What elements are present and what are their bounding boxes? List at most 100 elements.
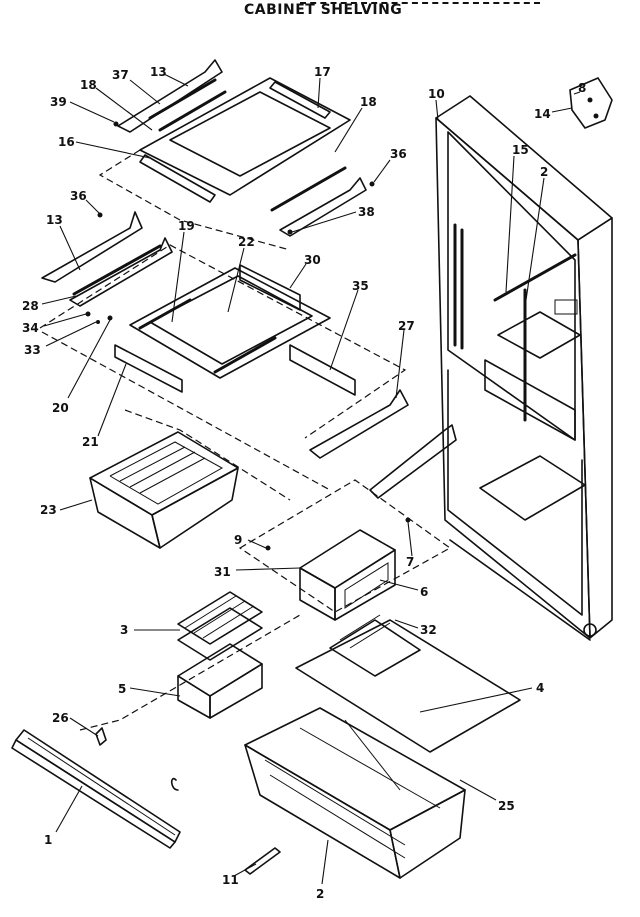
callout-15: 15 — [512, 143, 529, 157]
freezer-wire-line-1 — [339, 614, 381, 641]
screw-36-mid — [97, 212, 103, 218]
callout-11: 11 — [222, 873, 239, 887]
freezer-shelf-4 — [295, 619, 521, 753]
basket-wire-3 — [299, 727, 441, 809]
freezer-opening — [447, 369, 583, 616]
leader-31 — [235, 567, 301, 571]
bin-5-side — [209, 663, 263, 719]
leader-20 — [67, 319, 111, 399]
leader-13a — [163, 73, 189, 87]
callout-34: 34 — [22, 321, 39, 335]
callout-37: 37 — [112, 68, 129, 82]
screw-9 — [265, 545, 271, 551]
bin-3-mid — [177, 607, 263, 661]
callout-18-right: 18 — [360, 95, 377, 109]
basket-top-rim — [244, 707, 466, 831]
housing-grille — [344, 562, 389, 609]
liner-right-edge — [577, 217, 613, 639]
mid-back-trim-30 — [239, 264, 301, 311]
cabinet-liner — [435, 95, 613, 641]
middle-shelf-assembly — [39, 211, 409, 491]
leader-2b — [321, 839, 329, 885]
callout-31: 31 — [214, 565, 231, 579]
callout-labels: 37 13 17 18 39 18 16 36 38 10 8 14 15 2 … — [22, 65, 586, 901]
leader-19 — [171, 231, 185, 323]
bin-3-slat-2 — [193, 600, 246, 634]
bin-dash-guide — [79, 614, 301, 731]
callout-14: 14 — [534, 107, 551, 121]
callout-27: 27 — [398, 319, 415, 333]
wire-basket-2 — [244, 707, 466, 879]
callout-21: 21 — [82, 435, 99, 449]
callout-32: 32 — [420, 623, 437, 637]
liner-shelf-area — [497, 311, 581, 359]
callout-18: 18 — [80, 78, 97, 92]
freezer-shelf-assembly — [238, 424, 521, 753]
callout-8: 8 — [578, 81, 586, 95]
leader-10 — [435, 99, 439, 121]
mid-shelf-frame — [129, 267, 331, 379]
basket-wire-1 — [264, 759, 406, 846]
hinge-bracket-8 — [569, 77, 613, 129]
screw-20 — [107, 315, 113, 321]
callout-2-basket: 2 — [316, 887, 324, 901]
upper-rail-right — [270, 166, 347, 212]
screw-34 — [85, 311, 91, 317]
title-overline — [300, 0, 540, 4]
basket-handle-11 — [244, 847, 281, 875]
callout-2-liner: 2 — [540, 165, 548, 179]
drawer-rib-1 — [119, 446, 186, 482]
callout-36: 36 — [390, 147, 407, 161]
freezer-wire-line-2 — [349, 622, 391, 649]
leader-21 — [97, 363, 127, 437]
basket-wire-2 — [269, 774, 406, 859]
upper-trim-17 — [269, 81, 331, 119]
bin-5-front — [177, 675, 211, 719]
leader-14 — [551, 107, 573, 113]
upper-rail-left-2 — [158, 90, 227, 132]
basket-wire-4 — [344, 719, 401, 791]
leader-18a — [95, 87, 153, 131]
callout-25: 25 — [498, 799, 515, 813]
callout-38: 38 — [358, 205, 375, 219]
callout-33: 33 — [24, 343, 41, 357]
mid-dash-guide — [39, 244, 407, 439]
drawer-rib-2 — [129, 451, 196, 488]
crisper-drawer-23 — [89, 409, 291, 549]
callout-22: 22 — [238, 235, 255, 249]
bin-5-top — [177, 643, 263, 697]
mid-rail-28 — [72, 244, 162, 296]
callout-39: 39 — [50, 95, 67, 109]
bracket-screw-1 — [587, 97, 593, 103]
leader-38 — [291, 211, 357, 233]
mid-trim-19 — [138, 298, 192, 330]
leader-22 — [227, 247, 245, 313]
mid-bracket-right-27 — [309, 389, 409, 459]
bin-3-slat-1 — [184, 595, 237, 629]
upper-bracket-left — [117, 59, 223, 133]
leader-33 — [45, 321, 97, 347]
basket-side — [389, 789, 466, 879]
callout-17: 17 — [314, 65, 331, 79]
kick-plate-lower — [11, 739, 176, 849]
callout-9: 9 — [234, 533, 242, 547]
callout-13-mid: 13 — [46, 213, 63, 227]
leader-9 — [247, 539, 267, 549]
mid-trim-front — [213, 336, 277, 374]
leader-lines — [41, 73, 581, 885]
callout-16: 16 — [58, 135, 75, 149]
ice-housing-6 — [299, 529, 396, 621]
bin-3-slat-3 — [202, 605, 255, 639]
basket-front — [244, 744, 401, 879]
screw-36-top — [369, 181, 375, 187]
drawer-top — [89, 431, 239, 516]
leader-28 — [41, 295, 77, 305]
leader-8 — [573, 91, 581, 95]
liner-top — [435, 95, 613, 241]
callout-23: 23 — [40, 503, 57, 517]
leader-39 — [69, 101, 115, 123]
freezer-floor — [479, 455, 586, 521]
leader-36a — [373, 159, 391, 183]
callout-26: 26 — [52, 711, 69, 725]
